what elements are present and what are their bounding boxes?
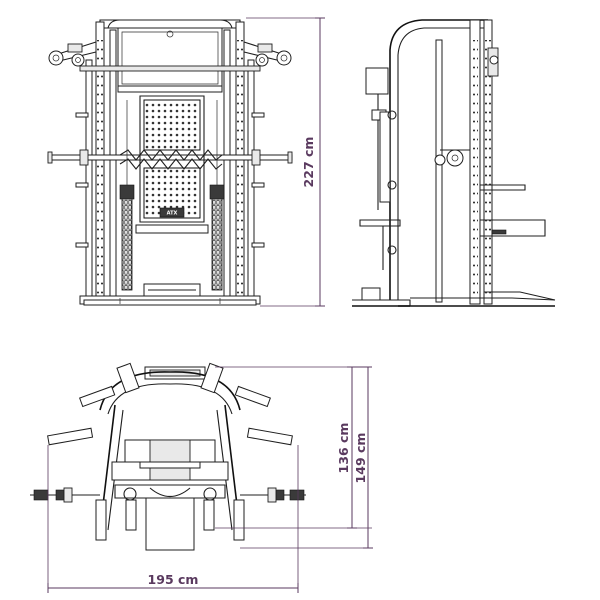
- width-label: 195 cm: [148, 572, 199, 587]
- height-label: 227 cm: [301, 137, 316, 188]
- logo-text: ATX: [167, 211, 178, 217]
- depth-dimensions: 136 cm 149 cm: [215, 366, 373, 549]
- depth-inner-label: 136 cm: [336, 423, 351, 474]
- plate-pins-front: [75, 112, 265, 248]
- side-view: [352, 19, 556, 307]
- top-view: [30, 362, 306, 551]
- height-dimension: 227 cm: [246, 17, 325, 307]
- width-dimension: 195 cm: [47, 445, 299, 593]
- depth-outer-label: 149 cm: [353, 433, 368, 484]
- front-view: ATX: [47, 19, 293, 306]
